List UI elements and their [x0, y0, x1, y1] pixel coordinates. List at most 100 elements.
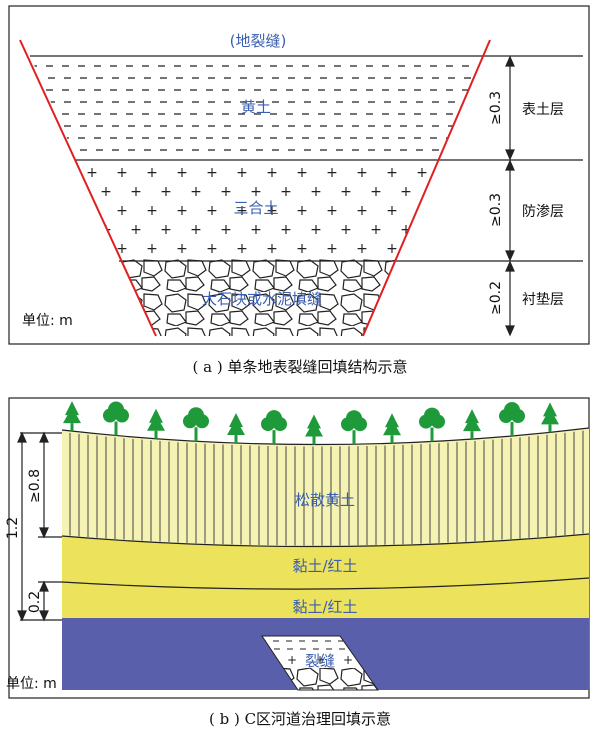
svg-text:+: +	[206, 203, 218, 219]
label-clay-upper: 黏土/红土	[292, 557, 357, 575]
svg-text:+: +	[250, 222, 262, 238]
svg-text:+: +	[326, 241, 338, 257]
svg-text:+: +	[430, 222, 442, 238]
svg-text:+: +	[266, 165, 278, 181]
svg-text:+: +	[446, 165, 458, 181]
svg-text:+: +	[326, 165, 338, 181]
layer-name-1: 表土层	[522, 102, 564, 118]
svg-text:+: +	[416, 165, 428, 181]
dimension-arrows-a	[505, 55, 515, 337]
svg-text:+: +	[386, 241, 398, 257]
unit-label-a: 单位: m	[22, 313, 73, 329]
clay-boundary-1	[61, 533, 590, 548]
svg-text:+: +	[310, 184, 322, 200]
svg-text:+: +	[370, 184, 382, 200]
svg-text:+: +	[280, 222, 292, 238]
svg-text:+: +	[416, 203, 428, 219]
svg-text:+: +	[86, 241, 98, 257]
svg-text:+: +	[416, 241, 428, 257]
svg-text:+: +	[236, 241, 248, 257]
svg-text:+: +	[236, 165, 248, 181]
thickness-label-2: ≥0.3	[488, 193, 504, 227]
svg-text:+: +	[190, 184, 202, 200]
svg-text:+: +	[146, 241, 158, 257]
stone-fill	[100, 258, 420, 336]
loess-dashes	[30, 65, 483, 151]
layer-label-stones: 大石块或水泥填缝	[202, 290, 322, 308]
svg-text:+: +	[176, 203, 188, 219]
fissure-label: (地裂缝)	[230, 32, 287, 50]
svg-text:+: +	[116, 203, 128, 219]
surface-line	[61, 427, 590, 446]
thickness-label-3: ≥0.2	[488, 281, 504, 315]
svg-text:+: +	[446, 203, 458, 219]
dim-loess: ≥0.8	[27, 469, 43, 503]
layer-name-2: 防渗层	[522, 204, 564, 220]
svg-text:+: +	[250, 184, 262, 200]
trees	[63, 401, 559, 445]
svg-text:+: +	[315, 653, 325, 667]
svg-text:+: +	[356, 241, 368, 257]
svg-text:+: +	[446, 241, 458, 257]
svg-text:+: +	[287, 653, 297, 667]
fissure-wall-left	[19, 39, 157, 337]
svg-text:+: +	[100, 184, 112, 200]
panel-b: ++++ 1.2 ≥0.8 0.2 松散黄土 黏土/红土 黏土/红土 裂缝 单位…	[5, 397, 590, 699]
svg-text:+: +	[340, 184, 352, 200]
plus-marks: ++++++++++++++++++++++++++++++++++++++++…	[86, 165, 488, 257]
loess-hatch	[69, 430, 584, 546]
layer-label-loess: 黄土	[241, 98, 271, 116]
svg-text:+: +	[220, 184, 232, 200]
svg-text:+: +	[190, 222, 202, 238]
fissure-wall-right	[362, 39, 491, 337]
thickness-label-1: ≥0.3	[488, 91, 504, 125]
clay-boundary-2	[61, 577, 590, 590]
svg-text:+: +	[340, 222, 352, 238]
svg-text:+: +	[220, 222, 232, 238]
caption-b: ( b ) C区河道治理回填示意	[209, 710, 391, 728]
loose-loess-layer	[62, 428, 589, 547]
svg-text:+: +	[206, 165, 218, 181]
svg-text:+: +	[296, 241, 308, 257]
svg-text:+: +	[476, 165, 488, 181]
svg-text:+: +	[116, 165, 128, 181]
svg-text:+: +	[86, 165, 98, 181]
svg-text:+: +	[206, 241, 218, 257]
svg-text:+: +	[386, 165, 398, 181]
dim-lower: 0.2	[27, 591, 43, 613]
svg-text:+: +	[476, 203, 488, 219]
svg-text:+: +	[176, 165, 188, 181]
svg-text:+: +	[356, 165, 368, 181]
svg-text:+: +	[266, 241, 278, 257]
svg-text:+: +	[460, 184, 472, 200]
svg-text:+: +	[370, 222, 382, 238]
panel-a: ++++++++++++++++++++++++++++++++++++++++…	[8, 5, 590, 345]
clay-layer-upper	[62, 534, 589, 590]
svg-text:+: +	[116, 241, 128, 257]
svg-text:+: +	[146, 165, 158, 181]
label-clay-lower: 黏土/红土	[292, 598, 357, 616]
svg-text:+: +	[400, 184, 412, 200]
svg-text:+: +	[476, 241, 488, 257]
svg-text:+: +	[400, 222, 412, 238]
svg-text:+: +	[326, 203, 338, 219]
svg-text:+: +	[130, 184, 142, 200]
svg-text:+: +	[130, 222, 142, 238]
svg-text:+: +	[386, 203, 398, 219]
label-crack: 裂缝	[305, 652, 335, 670]
svg-text:+: +	[236, 203, 248, 219]
dim-total: 1.2	[5, 517, 21, 539]
caption-a: ( a ) 单条地表裂缝回填结构示意	[193, 358, 408, 376]
svg-text:+: +	[343, 653, 353, 667]
svg-text:+: +	[280, 184, 292, 200]
svg-text:+: +	[176, 241, 188, 257]
dimension-marks-b	[17, 431, 62, 622]
label-loose-loess: 松散黄土	[295, 491, 355, 509]
svg-text:+: +	[356, 203, 368, 219]
svg-text:+: +	[310, 222, 322, 238]
svg-text:+: +	[296, 203, 308, 219]
unit-label-b: 单位: m	[6, 676, 57, 692]
svg-text:+: +	[160, 184, 172, 200]
layer-label-sanhetu: 三合土	[233, 199, 278, 217]
